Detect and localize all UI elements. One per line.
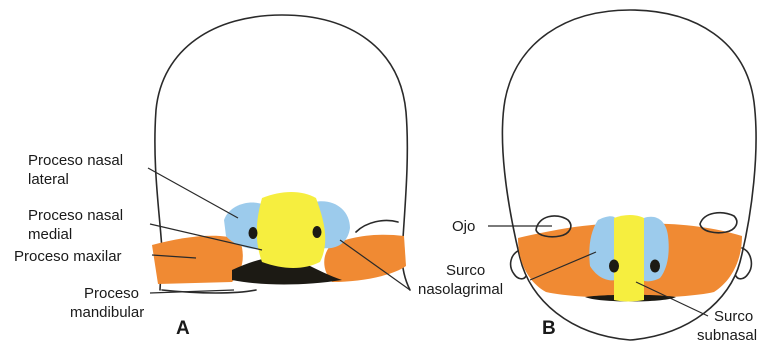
- label-nasal-lateral-line2: lateral: [28, 171, 69, 188]
- label-mandibular-line1: Proceso: [84, 285, 139, 302]
- panel-b: Ojo Surco nasolagrimal Surco subnasal B: [418, 10, 757, 344]
- label-ojo: Ojo: [452, 218, 475, 235]
- panel-a-letter: A: [176, 318, 190, 339]
- label-mandibular-line2: mandibular: [70, 304, 144, 321]
- panel-b-letter: B: [542, 318, 556, 339]
- panel-b-nostril-right: [650, 260, 660, 273]
- label-nasolagrimal-line2: nasolagrimal: [418, 281, 503, 298]
- label-maxilar: Proceso maxilar: [14, 248, 122, 265]
- label-subnasal-line2: subnasal: [697, 327, 757, 344]
- leader-nasal-lateral: [148, 168, 238, 218]
- label-subnasal-line1: Surco: [714, 308, 753, 325]
- label-nasolagrimal-line1: Surco: [446, 262, 485, 279]
- panel-a-nostril-left: [249, 227, 258, 239]
- panel-a-eye: [356, 220, 398, 232]
- label-nasal-lateral-line1: Proceso nasal: [28, 152, 123, 169]
- panel-b-eye-right: [700, 213, 737, 233]
- label-nasal-medial-line1: Proceso nasal: [28, 207, 123, 224]
- label-nasal-medial-line2: medial: [28, 226, 72, 243]
- panel-b-medial-nasal: [614, 215, 644, 302]
- panel-b-nostril-left: [609, 260, 619, 273]
- panel-a-nostril-right: [313, 226, 322, 238]
- panel-a: Proceso nasal lateral Proceso nasal medi…: [14, 15, 410, 339]
